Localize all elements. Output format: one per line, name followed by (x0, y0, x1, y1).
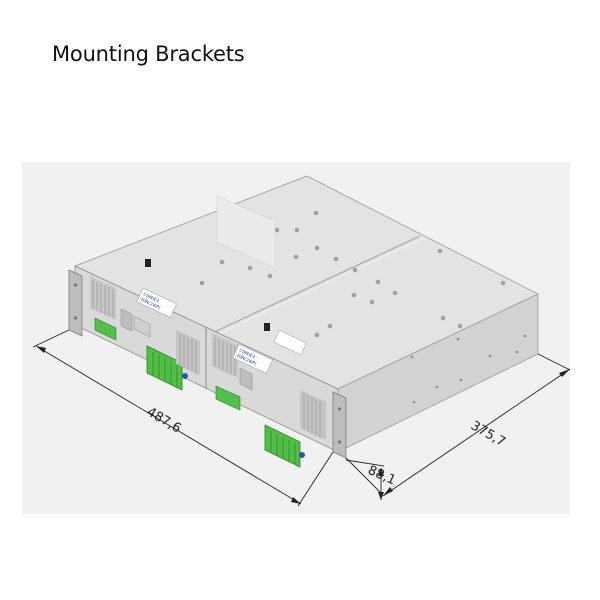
page-title: Mounting Brackets (52, 42, 245, 66)
terminal-block-a (94, 317, 117, 341)
right-mounting-bracket (332, 391, 347, 459)
module-b: C[PB]E4 [DNC(WP] (212, 323, 326, 468)
module-a: C[PB]E4 [DNC(WP] (90, 259, 200, 391)
width-dimension: 487,6 (144, 405, 184, 437)
left-mounting-bracket (68, 269, 83, 337)
depth-dimension: 375,7 (468, 418, 508, 450)
connector-a (146, 345, 183, 391)
dimension-lines (32, 329, 571, 507)
module-b-label-line1: C[PB]E4 (239, 348, 257, 360)
height-dimension: 88,1 (365, 463, 398, 488)
terminal-block-b (215, 385, 241, 411)
connector-b (264, 424, 301, 468)
module-a-label-line1: C[PB]E4 (143, 292, 161, 304)
